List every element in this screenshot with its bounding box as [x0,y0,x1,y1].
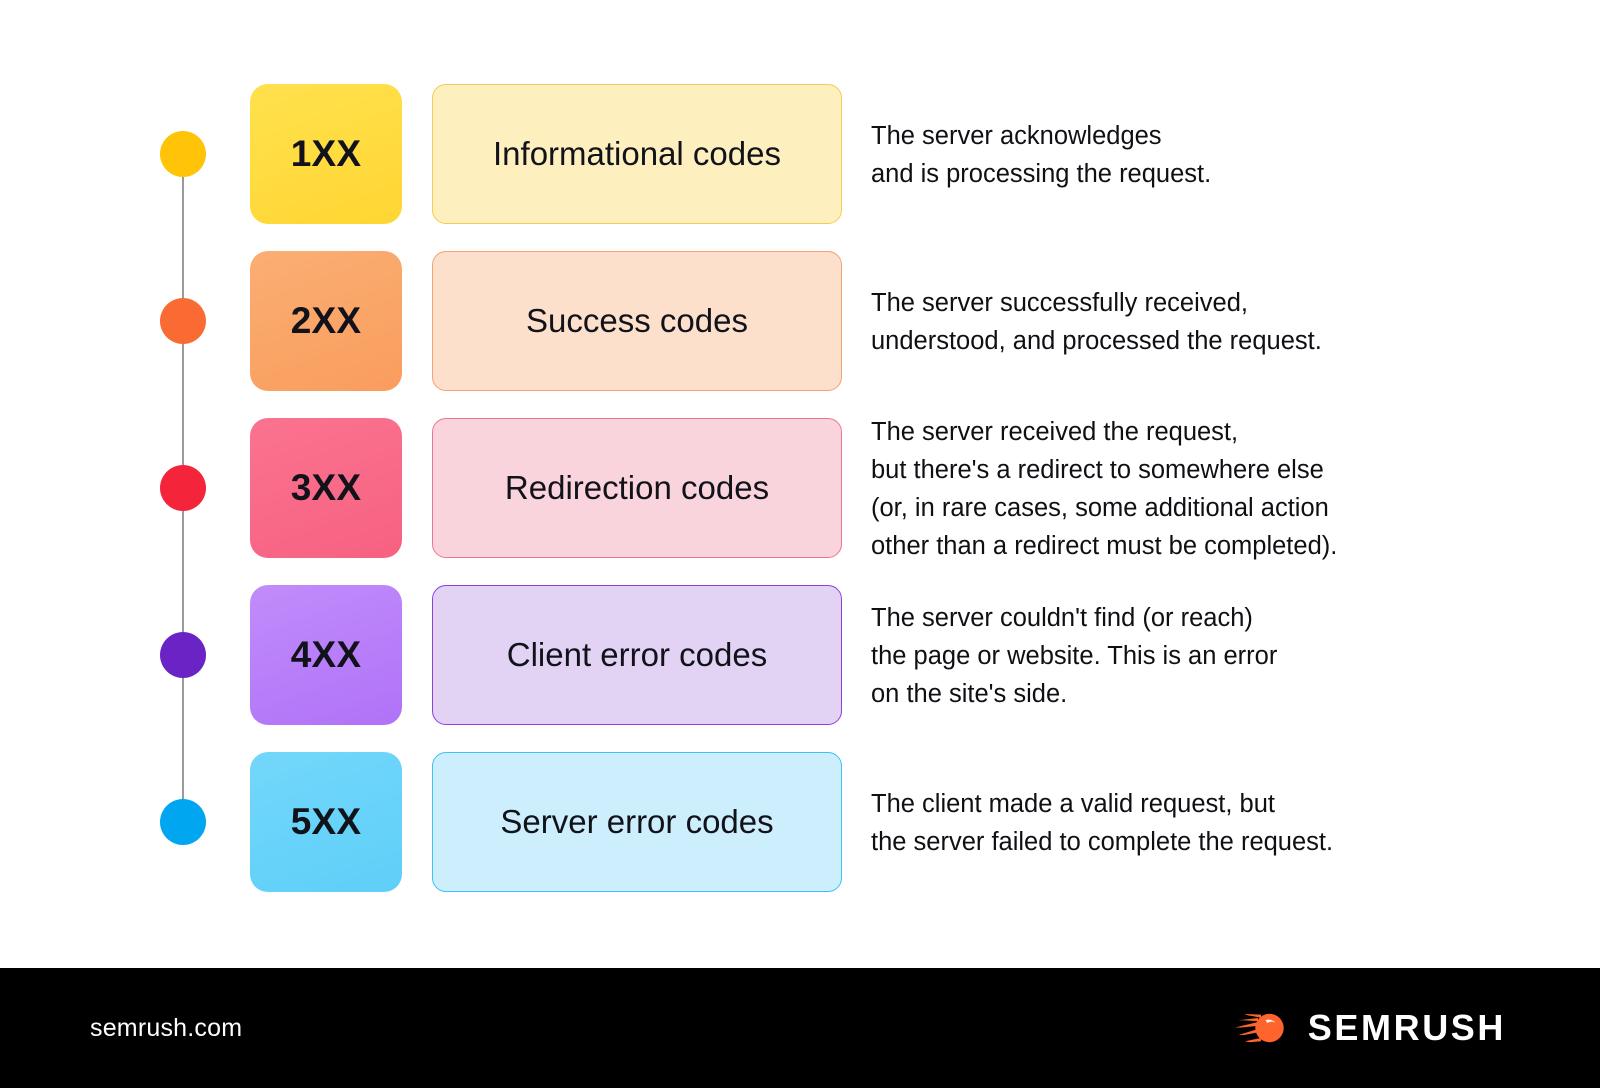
footer-website-url[interactable]: semrush.com [90,1013,243,1042]
status-code-row: 5XX Server error codes The client made a… [0,752,1600,919]
footer-bar: semrush.com SEMRUSH [0,968,1600,1088]
timeline-dot-icon [160,632,206,678]
code-label-panel: Success codes [432,251,842,391]
timeline-dot-icon [160,799,206,845]
code-label-panel: Redirection codes [432,418,842,558]
code-chip: 5XX [250,752,402,892]
code-chip: 1XX [250,84,402,224]
code-description: The server acknowledges and is processin… [871,122,1212,188]
semrush-comet-icon [1234,1013,1284,1043]
status-code-row: 3XX Redirection codes The server receive… [0,418,1600,585]
status-code-row: 2XX Success codes The server successfull… [0,251,1600,418]
code-label-panel: Client error codes [432,585,842,725]
infographic-canvas: 1XX Informational codes The server ackno… [0,84,1600,919]
code-label-panel: Informational codes [432,84,842,224]
timeline-dot-cell [0,418,250,558]
timeline-dot-icon [160,298,206,344]
code-chip: 4XX [250,585,402,725]
code-chip: 2XX [250,251,402,391]
semrush-logo[interactable]: SEMRUSH [1234,1007,1506,1049]
status-code-row: 1XX Informational codes The server ackno… [0,84,1600,251]
semrush-wordmark: SEMRUSH [1307,1007,1506,1048]
code-description: The server received the request, but the… [871,418,1338,560]
code-description: The client made a valid request, but the… [871,790,1334,856]
timeline-dot-icon [160,465,206,511]
status-code-rows: 1XX Informational codes The server ackno… [0,84,1600,919]
timeline-dot-icon [160,131,206,177]
timeline-dot-cell [0,752,250,892]
timeline-dot-cell [0,585,250,725]
timeline-dot-cell [0,84,250,224]
code-description: The server successfully received, unders… [871,289,1322,355]
timeline-dot-cell [0,251,250,391]
code-chip: 3XX [250,418,402,558]
code-label-panel: Server error codes [432,752,842,892]
code-description: The server couldn't find (or reach) the … [871,604,1278,708]
status-code-row: 4XX Client error codes The server couldn… [0,585,1600,752]
